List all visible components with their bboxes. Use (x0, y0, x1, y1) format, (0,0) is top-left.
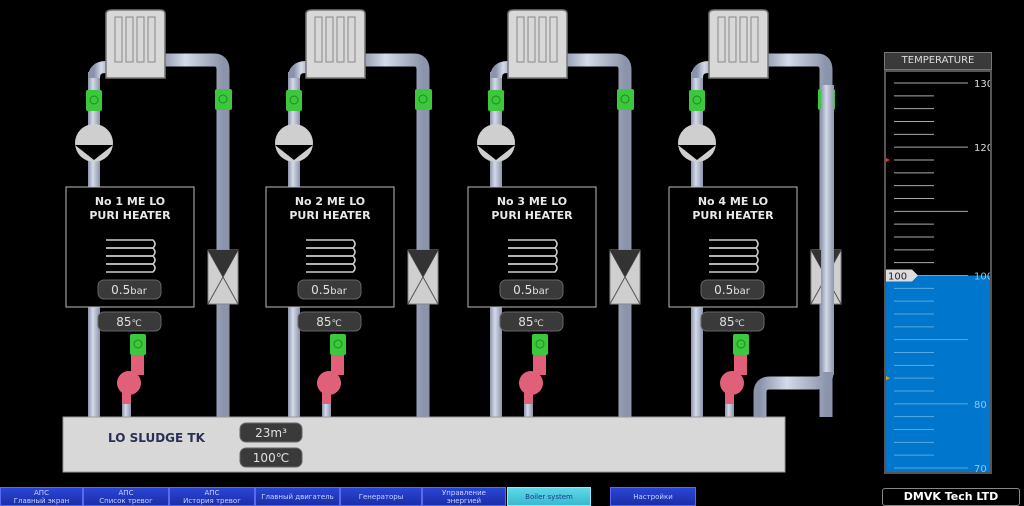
heater-outlet-temperature: 85℃ (316, 315, 341, 329)
heater-outlet-temperature: 85℃ (116, 315, 141, 329)
nav-button-line1: Главный двигатель (261, 492, 334, 501)
heater[interactable]: No 1 ME LO PURI HEATER 0.5bar (65, 186, 195, 308)
heater-outlet-temperature: 85℃ (719, 315, 744, 329)
heater-title: No 1 ME LO (95, 195, 165, 208)
nav-button-line1: Boiler system (525, 492, 573, 501)
valve-icon[interactable] (286, 90, 302, 111)
heater-subtitle: PURI HEATER (692, 209, 774, 222)
high-alarm-marker (886, 158, 890, 162)
valve-icon[interactable] (689, 90, 705, 111)
sight-glass-icon (275, 124, 313, 162)
heater-subtitle: PURI HEATER (289, 209, 371, 222)
valve-icon[interactable] (330, 334, 346, 355)
scale-label: 80 (974, 400, 987, 411)
temperature-gauge: TEMPERATURE 70 80 100 120 130 100 (884, 52, 992, 474)
scale-label: 100 (974, 272, 990, 283)
nav-button-line1: Генераторы (358, 492, 404, 501)
valve-icon[interactable] (415, 89, 432, 110)
value-pointer (886, 269, 918, 282)
purifier[interactable] (105, 9, 166, 79)
nav-button-line2: Список тревог (99, 496, 153, 505)
control-valve-icon[interactable] (407, 249, 439, 305)
heater-subtitle: PURI HEATER (491, 209, 573, 222)
brand-label: DMVK Tech LTD (882, 488, 1020, 506)
valve-icon[interactable] (488, 90, 504, 111)
valve-icon[interactable] (733, 334, 749, 355)
purifier-unit-1: No 1 ME LO PURI HEATER 0.5bar 85℃ (65, 9, 239, 417)
heater[interactable]: No 4 ME LO PURI HEATER 0.5bar (668, 186, 798, 308)
sight-glass-icon (75, 124, 113, 162)
purifier-unit-2: No 2 ME LO PURI HEATER 0.5bar 85℃ (265, 9, 439, 417)
nav-button-line1: АПС (34, 488, 49, 497)
temperature-fill (886, 275, 990, 472)
heater-coil-icon (709, 239, 759, 273)
sight-glass-icon (477, 124, 515, 162)
nav-button-4[interactable]: Главный двигатель (255, 487, 340, 506)
value-pointer-label: 100 (888, 272, 907, 283)
nav-button-line2: История тревог (183, 496, 241, 505)
purifier[interactable] (305, 9, 366, 79)
heater-title: No 2 ME LO (295, 195, 365, 208)
low-alarm-marker (886, 376, 890, 381)
heater[interactable]: No 3 ME LO PURI HEATER 0.5bar (467, 186, 597, 308)
tank-label: LO SLUDGE TK (108, 431, 206, 445)
valve-icon[interactable] (130, 334, 146, 355)
tank-temperature: 100℃ (253, 451, 289, 465)
heater-title: No 3 ME LO (497, 195, 567, 208)
nav-button-8[interactable]: Настройки (610, 487, 696, 506)
pump-icon[interactable] (317, 355, 344, 417)
heater-pressure: 0.5bar (714, 283, 751, 297)
nav-button-line2: энергией (446, 496, 482, 505)
temperature-scale: 70 80 100 120 130 100 (884, 70, 992, 474)
return-pipe (753, 85, 834, 418)
valve-icon[interactable] (532, 334, 548, 355)
heater-title: No 4 ME LO (698, 195, 768, 208)
lo-sludge-tank[interactable]: LO SLUDGE TK 23m³ 100℃ (62, 416, 786, 473)
nav-button-line1: Настройки (633, 492, 673, 501)
purifier-unit-3: No 3 ME LO PURI HEATER 0.5bar 85℃ (467, 9, 641, 417)
nav-button-line1: Управление (442, 488, 486, 497)
heater-coil-icon (508, 239, 558, 273)
nav-button-line1: АПС (118, 488, 134, 497)
valve-icon[interactable] (617, 89, 634, 110)
nav-button-7[interactable]: Boiler system (507, 487, 591, 506)
temperature-gauge-title: TEMPERATURE (884, 52, 992, 70)
nav-button-line1: АПС (204, 488, 220, 497)
sight-glass-icon (678, 124, 716, 162)
purifier[interactable] (507, 9, 568, 79)
purifier[interactable] (708, 9, 769, 79)
heater-coil-icon (306, 239, 356, 273)
nav-button-line2: Главный экран (13, 496, 70, 505)
nav-button-5[interactable]: Генераторы (340, 487, 422, 506)
valve-icon[interactable] (215, 89, 232, 110)
heater-pressure: 0.5bar (311, 283, 348, 297)
heater-outlet-temperature: 85℃ (518, 315, 543, 329)
heater-coil-icon (106, 239, 156, 273)
control-valve-icon[interactable] (207, 249, 239, 305)
scale-label: 130 (974, 79, 990, 90)
heater-subtitle: PURI HEATER (89, 209, 171, 222)
control-valve-icon[interactable] (609, 249, 641, 305)
process-diagram: No 1 ME LO PURI HEATER 0.5bar 85℃ (62, 9, 842, 473)
pump-icon[interactable] (117, 355, 144, 417)
scale-label: 70 (974, 464, 987, 472)
valve-icon[interactable] (86, 90, 102, 111)
heater-pressure: 0.5bar (111, 283, 148, 297)
purifier-unit-4: No 4 ME LO PURI HEATER 0.5bar 85℃ (668, 9, 842, 417)
pump-icon[interactable] (720, 355, 747, 417)
pump-icon[interactable] (519, 355, 546, 417)
scale-label: 120 (974, 143, 990, 154)
tank-volume: 23m³ (255, 426, 287, 440)
heater-pressure: 0.5bar (513, 283, 550, 297)
heater[interactable]: No 2 ME LO PURI HEATER 0.5bar (265, 186, 395, 308)
